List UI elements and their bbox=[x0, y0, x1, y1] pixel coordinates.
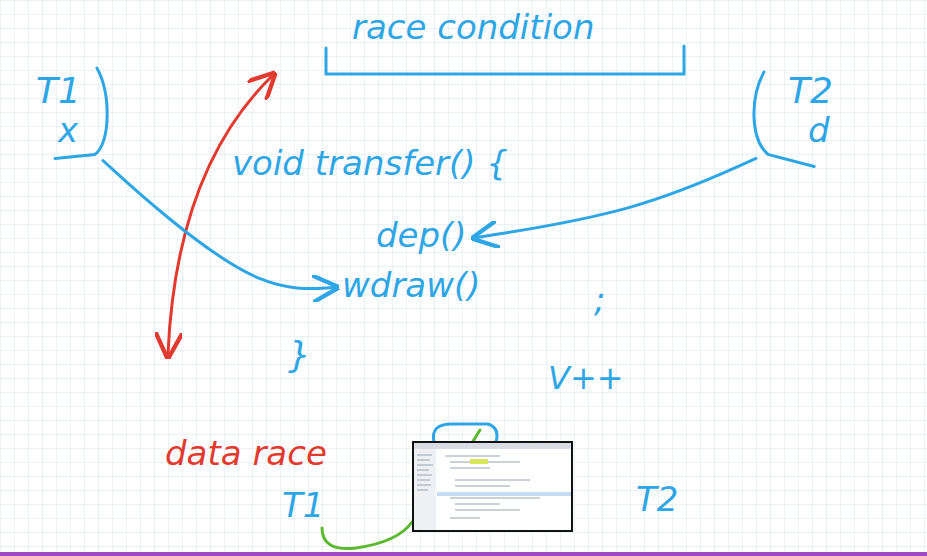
thread-box: T1x bbox=[26, 66, 109, 156]
code-line: void transfer() { bbox=[232, 144, 508, 183]
call-arrow bbox=[477, 158, 756, 237]
node-title: T1 bbox=[36, 70, 81, 111]
thread-label: T1 bbox=[282, 486, 324, 525]
thread-box: T2d bbox=[752, 66, 841, 156]
blue-hook bbox=[433, 424, 497, 442]
node-title: wdraw() bbox=[342, 266, 481, 305]
closing-brace: } bbox=[288, 334, 311, 375]
method-call: wdraw() bbox=[338, 264, 485, 307]
title: race condition bbox=[352, 8, 594, 47]
node-note: x bbox=[58, 111, 81, 150]
red-double-arrow bbox=[168, 76, 272, 354]
title-bracket bbox=[326, 46, 684, 74]
green-curve bbox=[322, 522, 412, 549]
node-title: T2 bbox=[788, 70, 833, 111]
node-title: dep() bbox=[376, 216, 467, 255]
method-call: dep() bbox=[372, 214, 471, 257]
node-note: d bbox=[808, 111, 833, 150]
semicolon: ; bbox=[594, 280, 605, 319]
data-race-note: data race bbox=[165, 434, 327, 473]
increment-note: V++ bbox=[548, 360, 624, 397]
ide-screenshot bbox=[413, 442, 572, 531]
bottom-bar bbox=[0, 552, 927, 556]
thread-label: T2 bbox=[636, 480, 678, 519]
